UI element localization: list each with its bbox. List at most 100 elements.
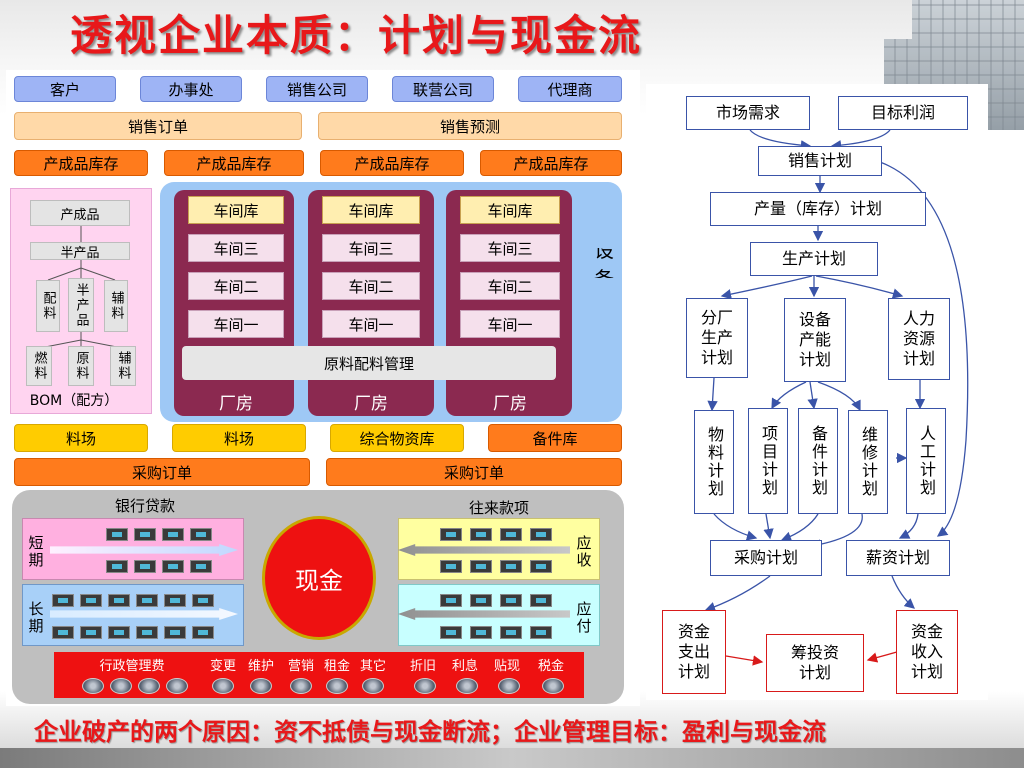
module-icon [136,626,158,639]
module-icon [470,560,492,573]
flow-sales-plan: 销售计划 [758,146,882,176]
module-icon [52,594,74,607]
sales-forecast: 销售预测 [318,112,622,140]
factory-2-store: 车间库 [322,196,420,224]
factory-2-workshop-1: 车间一 [322,310,420,338]
factory-3-label: 厂房 [493,393,527,414]
factory-2-workshop-3: 车间三 [322,234,420,262]
coin-icon [498,678,520,694]
coin-icon [414,678,436,694]
expense-depreciation: 折旧 [409,658,436,674]
payable-label: 应付 [574,601,593,635]
module-icon [470,594,492,607]
factory-2-workshop-2: 车间二 [322,272,420,300]
flow-financing-plan: 筹投资计划 [766,634,864,692]
expense-tax: 税金 [537,658,564,674]
module-icon [500,626,522,639]
factory-2-label: 厂房 [354,393,388,414]
flow-cash-out-plan: 资金支出计划 [662,610,726,694]
store-yard-1: 料场 [14,424,148,452]
sales-order: 销售订单 [14,112,302,140]
coin-icon [212,678,234,694]
bom-ingredient: 配料 [36,280,60,332]
flow-output-plan: 产量（库存）计划 [710,192,926,226]
module-icon [134,560,156,573]
flow-branch-plan: 分厂生产计划 [686,298,748,378]
bom-auxiliary: 辅料 [104,280,128,332]
module-icon [164,626,186,639]
module-icon [530,528,552,541]
module-icon [470,528,492,541]
bom-semi-product: 半产品 [30,242,130,261]
receivable-arrow [398,544,570,556]
module-icon [192,626,214,639]
module-icon [440,594,462,607]
long-term-label: 长期 [26,601,45,635]
module-icon [136,594,158,607]
module-icon [530,594,552,607]
module-icon [500,594,522,607]
bom-finished-product: 产成品 [30,200,130,226]
bom-semi-product-2: 半产品 [68,278,94,332]
factory-3-store: 车间库 [460,196,560,224]
receivable-label: 应收 [574,535,593,569]
bank-loan-label: 银行贷款 [114,496,175,515]
module-icon [106,528,128,541]
flow-target-profit: 目标利润 [838,96,968,130]
purchase-order-1: 采购订单 [14,458,310,486]
expense-discount: 贴现 [493,658,520,674]
module-icon [440,560,462,573]
flow-market-demand: 市场需求 [686,96,810,130]
bom-auxiliary-2: 辅料 [110,346,136,386]
coin-icon [456,678,478,694]
channel-office: 办事处 [140,76,242,102]
expense-marketing: 营销 [287,658,314,674]
store-yard-2: 料场 [172,424,306,452]
module-icon [470,626,492,639]
module-icon [80,594,102,607]
flow-cash-in-plan: 资金收入计划 [896,610,958,694]
expense-other: 其它 [359,658,386,674]
channel-sales-company: 销售公司 [266,76,368,102]
module-icon [162,528,184,541]
factory-1-store: 车间库 [188,196,284,224]
factory-1-workshop-1: 车间一 [188,310,284,338]
finished-goods-1: 产成品库存 [14,150,148,176]
module-icon [530,626,552,639]
flow-production-plan: 生产计划 [750,242,878,276]
factory-3-workshop-2: 车间二 [460,272,560,300]
factory-3-workshop-3: 车间三 [460,234,560,262]
factory-1-label: 厂房 [219,393,253,414]
module-icon [500,528,522,541]
page-title: 透视企业本质：计划与现金流 [70,11,643,60]
coin-icon [290,678,312,694]
expense-change: 变更 [209,658,236,674]
flow-labor-plan: 人工计划 [906,408,946,514]
module-icon [162,560,184,573]
flow-salary-plan: 薪资计划 [846,540,950,576]
module-icon [530,560,552,573]
material-management: 原料配料管理 [182,346,556,380]
flow-spare-plan: 备件计划 [798,408,838,514]
flow-project-plan: 项目计划 [748,408,788,514]
module-icon [80,626,102,639]
module-icon [52,626,74,639]
store-general: 综合物资库 [330,424,464,452]
payable-arrow [398,608,570,620]
bottom-band [0,748,1024,768]
expense-maintenance: 维护 [247,658,274,674]
module-icon [440,626,462,639]
channel-agent: 代理商 [518,76,622,102]
flow-maintenance-plan: 维修计划 [848,410,888,514]
module-icon [440,528,462,541]
short-term-label: 短期 [26,535,45,569]
channel-joint-company: 联营公司 [392,76,494,102]
accounts-label: 往来款项 [468,498,529,517]
channel-customer: 客户 [14,76,116,102]
factory-1-workshop-2: 车间二 [188,272,284,300]
coin-icon [110,678,132,694]
flow-material-plan: 物料计划 [694,410,734,514]
module-icon [108,594,130,607]
module-icon [190,560,212,573]
